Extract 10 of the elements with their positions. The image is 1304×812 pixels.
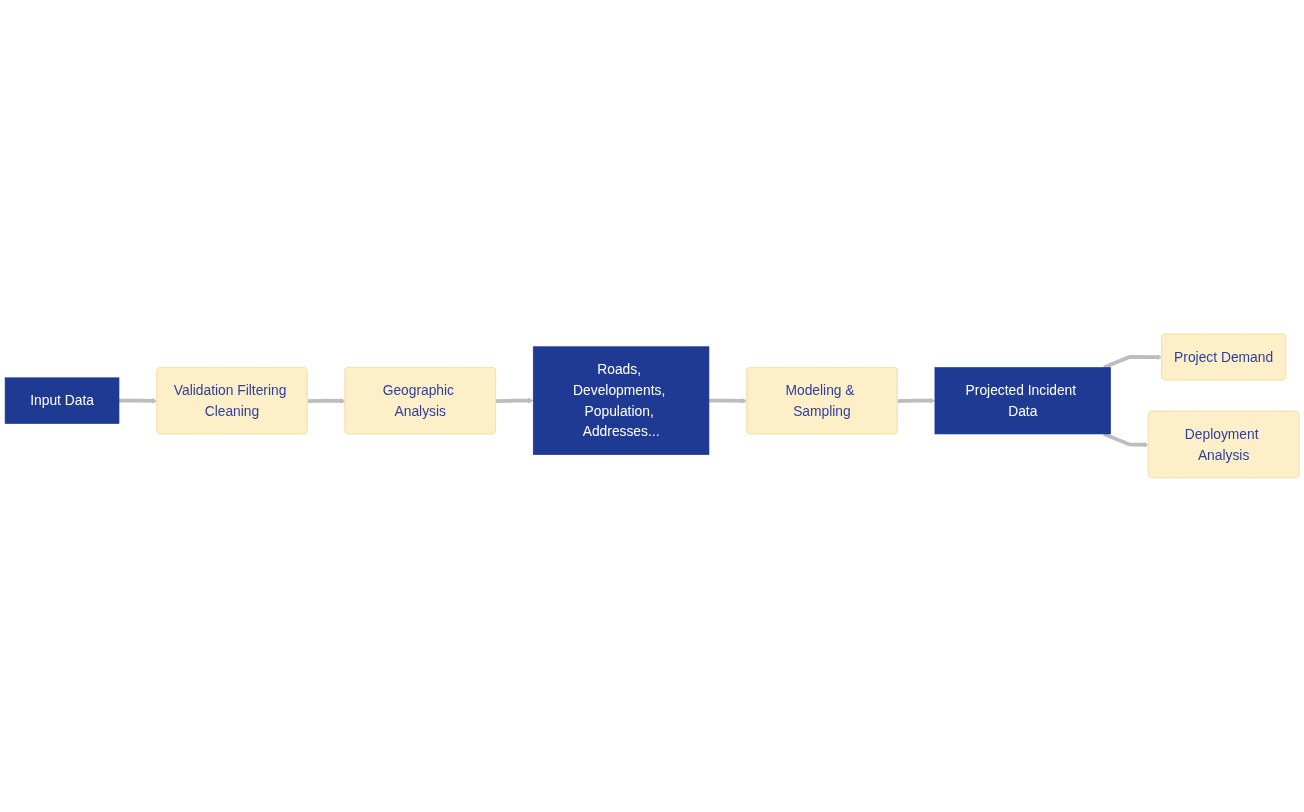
node-box: Projected Incident Data bbox=[934, 367, 1111, 435]
node-box: Input Data bbox=[4, 377, 120, 425]
arrow bbox=[1103, 432, 1149, 448]
node-box: Roads, Developments, Population, Addresses... bbox=[532, 346, 710, 456]
arrow bbox=[708, 398, 748, 404]
arrow bbox=[119, 398, 158, 404]
arrow bbox=[897, 398, 936, 404]
arrow bbox=[495, 398, 534, 404]
arrow bbox=[307, 398, 346, 404]
arrow bbox=[1103, 354, 1163, 370]
